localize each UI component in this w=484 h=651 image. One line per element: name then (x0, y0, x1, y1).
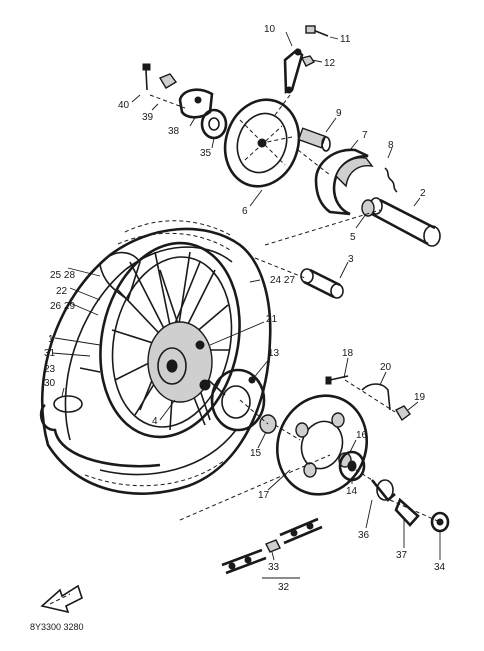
callout-38: 38 (168, 126, 180, 137)
bolt-18 (325, 375, 349, 385)
wheel-hub (147, 321, 213, 403)
rim-band (99, 251, 141, 302)
nut-12 (300, 55, 316, 67)
inner-tube (39, 395, 161, 468)
callout-33: 33 (268, 562, 280, 573)
callout-12: 12 (324, 58, 336, 69)
callout-32: 32 (278, 582, 290, 593)
bolt-11 (305, 25, 329, 37)
assembly-lines (149, 94, 441, 523)
callout-7: 7 (362, 130, 368, 141)
callout-10: 10 (264, 24, 276, 35)
bolt-40 (142, 63, 151, 91)
callout-17: 17 (258, 490, 270, 501)
drawing-code: 8Y3300 3280 (30, 622, 84, 632)
callout-40: 40 (118, 100, 130, 111)
callout-26-29: 26 29 (50, 301, 75, 312)
callout-16: 16 (356, 430, 368, 441)
shoe-spring (384, 167, 398, 193)
nut-19 (395, 405, 411, 422)
chain-puller-36 (370, 479, 396, 502)
callout-1: 1 (48, 334, 54, 345)
bearing-35 (200, 108, 228, 140)
rear-sprocket (275, 394, 369, 496)
callout-18: 18 (342, 348, 354, 359)
callout-5: 5 (350, 232, 356, 243)
callout-25-28: 25 28 (50, 270, 75, 281)
callout-39: 39 (142, 112, 154, 123)
spoke-nipple-23 (79, 367, 101, 373)
axle-nut-34 (430, 511, 450, 533)
callout-19: 19 (414, 392, 426, 403)
callout-34: 34 (434, 562, 446, 573)
callout-35: 35 (200, 148, 212, 159)
callout-6: 6 (242, 206, 248, 217)
callout-15: 15 (250, 448, 262, 459)
leader-lines (51, 31, 441, 579)
callout-8: 8 (388, 140, 394, 151)
clutch-hub-13 (210, 368, 266, 432)
callout-4: 4 (152, 416, 158, 427)
callout-31: 31 (44, 348, 56, 359)
cam-shaft-9 (297, 127, 331, 152)
collar-5 (361, 199, 375, 217)
callout-21: 21 (266, 314, 278, 325)
callout-36: 36 (358, 530, 370, 541)
callout-14: 14 (346, 486, 358, 497)
brake-cam-lever (283, 48, 304, 94)
callout-22: 22 (56, 286, 68, 297)
callout-20: 20 (380, 362, 392, 373)
callout-3: 3 (348, 254, 354, 265)
adjuster-37 (394, 497, 420, 527)
callout-13: 13 (268, 348, 280, 359)
callout-labels: 10 11 12 40 39 38 35 9 7 8 6 2 5 3 24 27… (44, 24, 446, 593)
callout-30: 30 (44, 378, 56, 389)
nut-39 (158, 73, 178, 89)
callout-2: 2 (420, 188, 426, 199)
callout-24-27: 24 27 (270, 275, 295, 286)
callout-9: 9 (336, 108, 342, 119)
callout-23: 23 (44, 364, 56, 375)
spacer-3 (300, 268, 344, 299)
bracket-20 (361, 383, 391, 411)
callout-37: 37 (396, 550, 408, 561)
master-link-33 (265, 539, 281, 553)
brake-shoes (314, 148, 374, 216)
drive-chain (221, 517, 323, 575)
callout-11: 11 (340, 34, 351, 45)
rear-axle (369, 197, 441, 247)
direction-arrow-icon (40, 584, 83, 614)
